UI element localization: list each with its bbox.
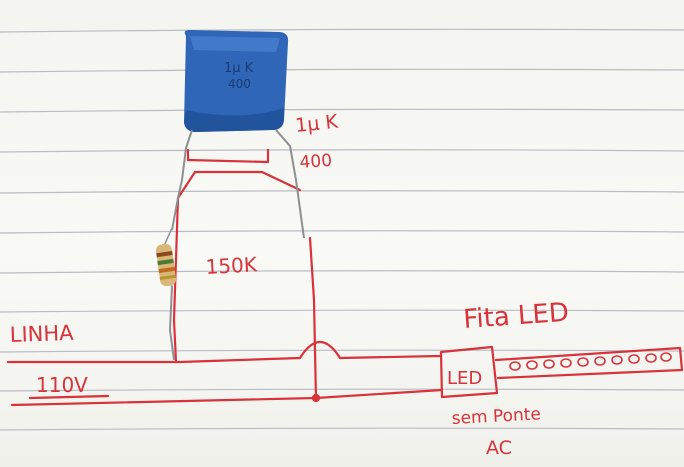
led-strip-diodes [509,352,672,371]
line-label: LINHA [9,321,74,347]
resistor-component [155,197,179,361]
capacitor-marking-2: 400 [228,77,251,91]
capacitor-value-label: 1µ K [294,111,339,137]
ruled-lines [0,28,684,431]
voltage-label: 110V [36,373,88,397]
circuit-wires [6,148,684,407]
led-strip-label: Fita LED [462,298,569,335]
note-line-1: sem Ponte [451,404,541,429]
led-driver-label: LED [447,368,482,389]
capacitor-component: 1µ K 400 [177,30,305,239]
note-line-2: AC [486,437,512,459]
resistor-value-label: 150K [205,252,258,279]
capacitor-voltage-label: 400 [299,151,333,173]
capacitor-marking-1: 1µ K [224,61,254,76]
